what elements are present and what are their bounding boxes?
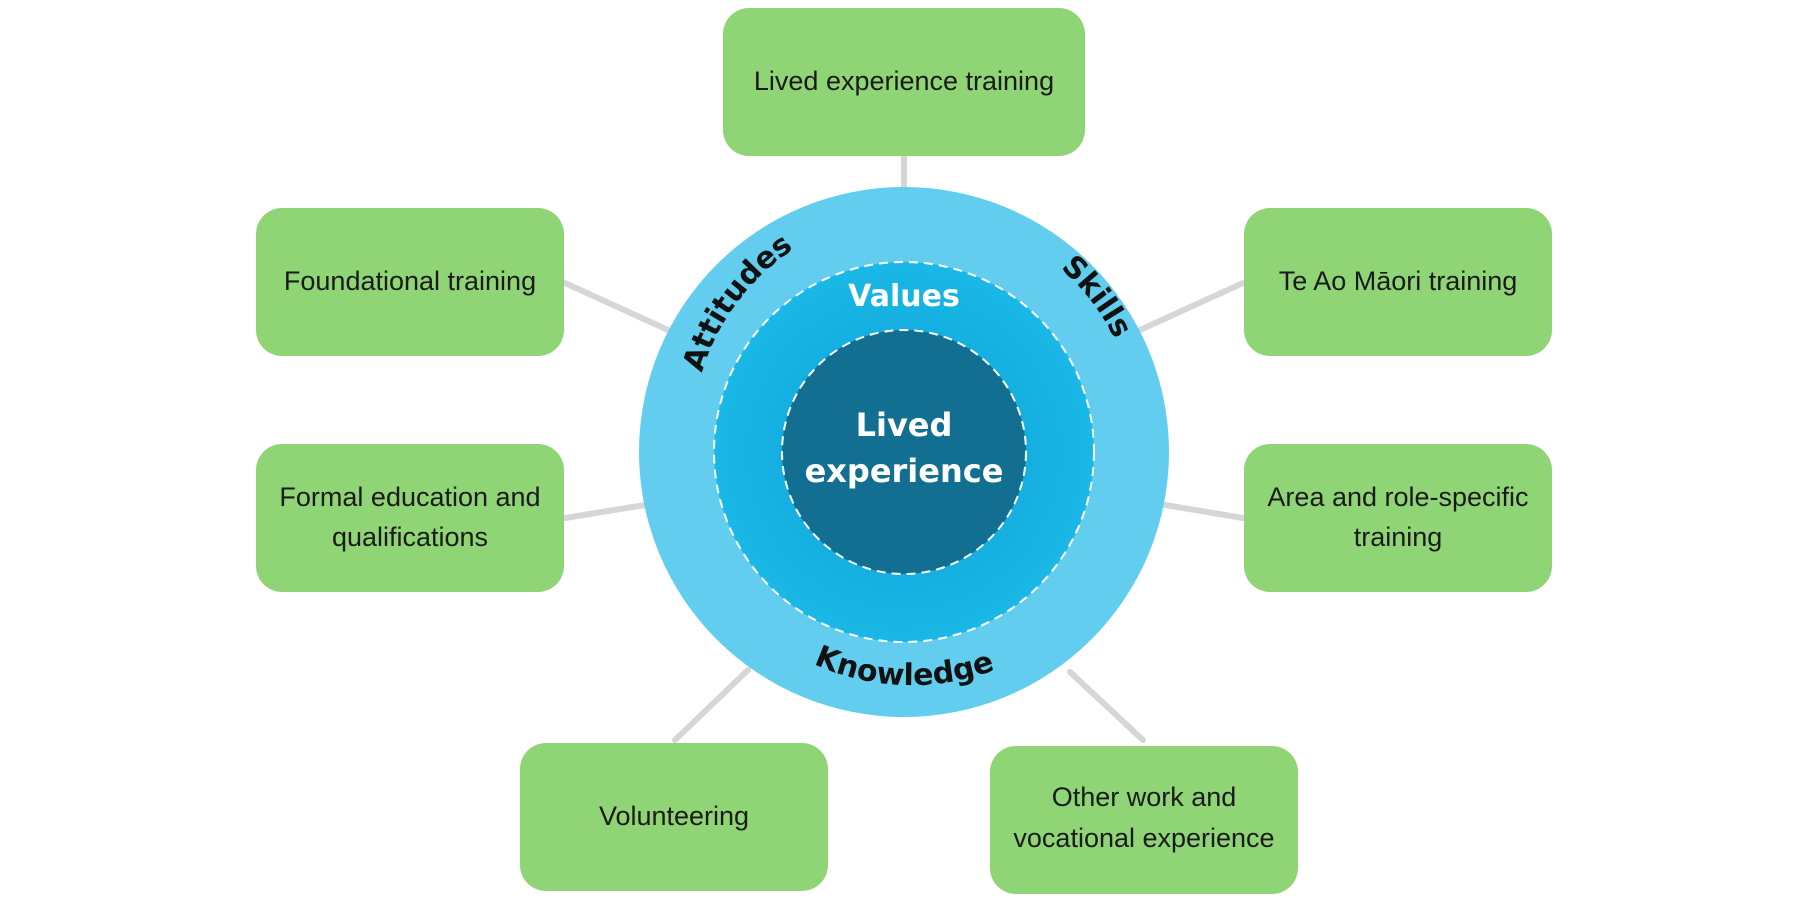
node-box bbox=[1244, 208, 1552, 356]
node-label-line2: training bbox=[1354, 522, 1443, 552]
node-area-role-training: Area and role-specific training bbox=[1244, 444, 1552, 592]
core-dashed-border bbox=[781, 329, 1027, 575]
node-lived-experience-training: Lived experience training bbox=[723, 8, 1085, 156]
connector-area-role bbox=[1162, 502, 1246, 521]
connector-formal-education bbox=[562, 502, 648, 521]
core-circle bbox=[782, 330, 1026, 574]
values-dashed-border bbox=[713, 261, 1095, 643]
node-label: Foundational training bbox=[284, 266, 536, 296]
node-label-line2: vocational experience bbox=[1013, 823, 1274, 853]
core-label-line2: experience bbox=[805, 452, 1004, 490]
values-label: Values bbox=[848, 279, 960, 314]
node-foundational-training: Foundational training bbox=[256, 208, 564, 356]
connector-other-work bbox=[1067, 669, 1146, 743]
node-te-ao-maori-training: Te Ao Māori training bbox=[1244, 208, 1552, 356]
node-box bbox=[990, 746, 1298, 894]
node-label-line1: Area and role-specific bbox=[1267, 482, 1528, 512]
core-label-line1: Lived bbox=[856, 406, 953, 444]
node-box bbox=[256, 208, 564, 356]
node-label-line1: Formal education and bbox=[279, 482, 540, 512]
node-label-line2: qualifications bbox=[332, 522, 488, 552]
node-other-work: Other work and vocational experience bbox=[990, 746, 1298, 894]
connector-volunteering bbox=[672, 667, 751, 743]
connector-foundational bbox=[562, 280, 671, 333]
node-box bbox=[520, 743, 828, 891]
node-box bbox=[256, 444, 564, 592]
node-label-line1: Other work and bbox=[1052, 782, 1237, 812]
node-box bbox=[1244, 444, 1552, 592]
node-box bbox=[723, 8, 1085, 156]
node-label: Lived experience training bbox=[754, 66, 1054, 96]
node-label: Volunteering bbox=[599, 801, 749, 831]
node-label: Te Ao Māori training bbox=[1279, 266, 1518, 296]
connector-te-ao-maori bbox=[1137, 280, 1246, 333]
node-volunteering: Volunteering bbox=[520, 743, 828, 891]
center-circles bbox=[639, 187, 1169, 717]
connectors bbox=[562, 152, 1246, 743]
node-formal-education: Formal education and qualifications bbox=[256, 444, 564, 592]
